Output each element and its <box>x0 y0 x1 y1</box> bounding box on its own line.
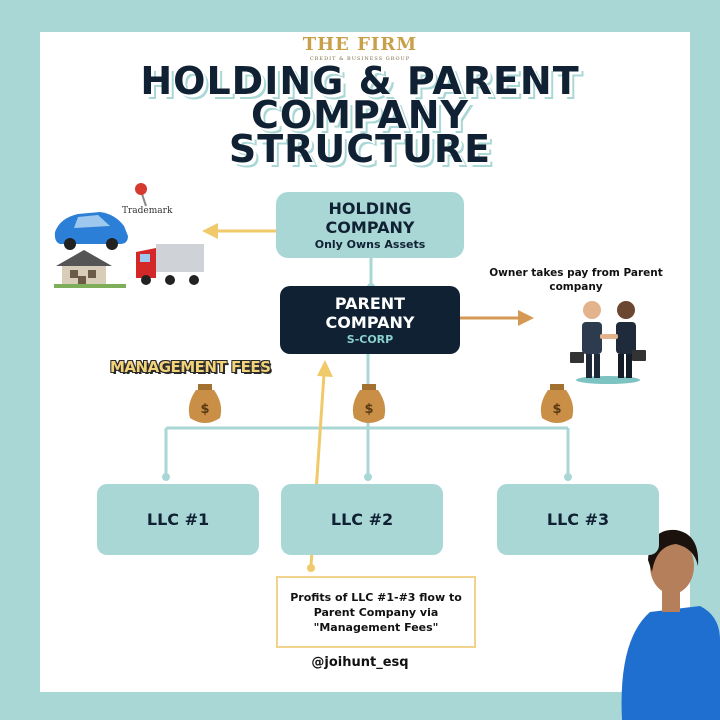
profits-note-text: Profits of LLC #1-#3 flow to Parent Comp… <box>290 590 462 634</box>
tree-mid-dot <box>364 473 372 481</box>
holding-company-box: HOLDING COMPANY Only Owns Assets <box>276 192 464 258</box>
owner-pay-caption: Owner takes pay from Parent company <box>489 267 663 293</box>
llc-3-box: LLC #3 <box>497 484 659 555</box>
svg-text:$: $ <box>200 402 209 417</box>
parent-owner-arrowhead <box>518 310 534 326</box>
parent-line-2: COMPANY <box>325 312 415 332</box>
money-bag-icon: $ <box>540 384 574 423</box>
pushpin-icon <box>135 183 147 207</box>
car-icon <box>54 212 128 250</box>
brand-tagline: CREDIT & BUSINESS GROUP <box>309 56 411 62</box>
tree-left-dot <box>162 473 170 481</box>
page-title: HOLDING & PARENT COMPANY STRUCTURE <box>0 59 720 171</box>
house-icon <box>54 250 126 288</box>
holding-line-2: COMPANY <box>325 217 415 237</box>
title-line-1: HOLDING & PARENT <box>140 59 580 103</box>
parent-subtitle: S-CORP <box>346 332 394 346</box>
handshake-icon <box>570 301 646 384</box>
brand-name: THE FIRM <box>302 34 418 55</box>
money-bag-icon: $ <box>188 384 222 423</box>
holding-line-1: HOLDING <box>328 198 412 218</box>
holding-subtitle: Only Owns Assets <box>314 237 426 251</box>
brand-logo: THE FIRM CREDIT & BUSINESS GROUP <box>0 34 720 62</box>
holding-assets-arrowhead <box>202 223 218 239</box>
truck-icon <box>136 244 204 285</box>
social-handle: @joihunt_esq <box>311 655 409 670</box>
svg-text:$: $ <box>364 402 373 417</box>
parent-company-box: PARENT COMPANY S-CORP <box>280 286 460 354</box>
profits-note-box: Profits of LLC #1-#3 flow to Parent Comp… <box>276 576 476 648</box>
llc-2-box: LLC #2 <box>281 484 443 555</box>
llc-1-box: LLC #1 <box>97 484 259 555</box>
management-fees-label: MANAGEMENT FEES <box>110 358 271 376</box>
parent-line-1: PARENT <box>334 293 406 313</box>
profit-flow-dot <box>307 564 315 572</box>
title-line-2: COMPANY <box>250 93 470 137</box>
money-bag-icon: $ <box>352 384 386 423</box>
profit-flow-arrowhead <box>317 360 333 377</box>
tree-right-dot <box>564 473 572 481</box>
svg-text:$: $ <box>552 402 561 417</box>
presenter-portrait <box>621 529 720 720</box>
trademark-label: Trademark <box>122 206 173 216</box>
title-line-3: STRUCTURE <box>228 127 492 171</box>
